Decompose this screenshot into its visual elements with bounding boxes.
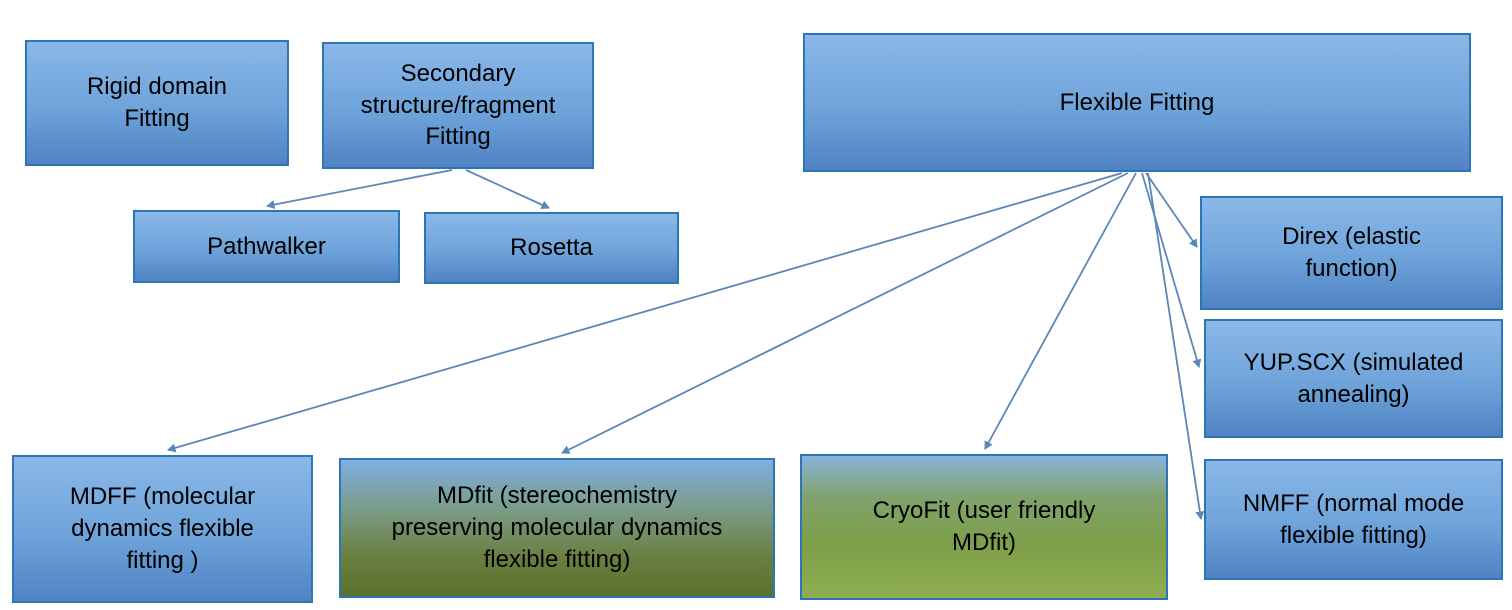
box-flexible-fitting: Flexible Fitting: [803, 33, 1471, 172]
box-nmff-label: NMFF (normal mode flexible fitting): [1242, 489, 1465, 549]
box-rosetta: Rosetta: [424, 212, 679, 284]
box-pathwalker: Pathwalker: [133, 210, 400, 283]
box-secondary-structure-fragment-fitting-label: Secondary structure/fragment Fitting: [360, 59, 556, 151]
box-rigid-domain-fitting-label: Rigid domain Fitting: [86, 73, 228, 132]
arrow-flexible-to-yupscx: [1141, 172, 1202, 368]
box-rigid-domain-fitting: Rigid domain Fitting: [25, 40, 289, 166]
box-yupscx: YUP.SCX (simulated annealing): [1204, 319, 1503, 438]
box-nmff: NMFF (normal mode flexible fitting): [1204, 459, 1503, 580]
box-secondary-structure-fragment-fitting: Secondary structure/fragment Fitting: [322, 42, 594, 169]
box-cryofit: CryoFit (user friendly MDfit): [800, 454, 1168, 600]
arrow-secondary-to-rosetta: [465, 169, 550, 209]
box-cryofit-label: CryoFit (user friendly MDfit): [872, 497, 1096, 556]
box-direx-label: Direx (elastic function): [1282, 223, 1421, 282]
box-flexible-fitting-label: Flexible Fitting: [1059, 88, 1215, 116]
box-pathwalker-label: Pathwalker: [207, 232, 326, 260]
box-rosetta-label: Rosetta: [510, 234, 593, 262]
arrow-secondary-to-pathwalker: [266, 169, 453, 209]
box-mdff-label: MDFF (molecular dynamics flexible fittin…: [69, 483, 256, 574]
box-mdfit: MDfit (stereochemistry preserving molecu…: [339, 458, 775, 598]
arrow-flexible-to-cryofit: [984, 172, 1137, 450]
box-yupscx-label: YUP.SCX (simulated annealing): [1243, 348, 1464, 408]
arrow-flexible-to-direx: [1145, 172, 1198, 248]
box-mdfit-label: MDfit (stereochemistry preserving molecu…: [391, 482, 723, 573]
box-direx: Direx (elastic function): [1200, 196, 1503, 310]
box-mdff: MDFF (molecular dynamics flexible fittin…: [12, 455, 313, 603]
